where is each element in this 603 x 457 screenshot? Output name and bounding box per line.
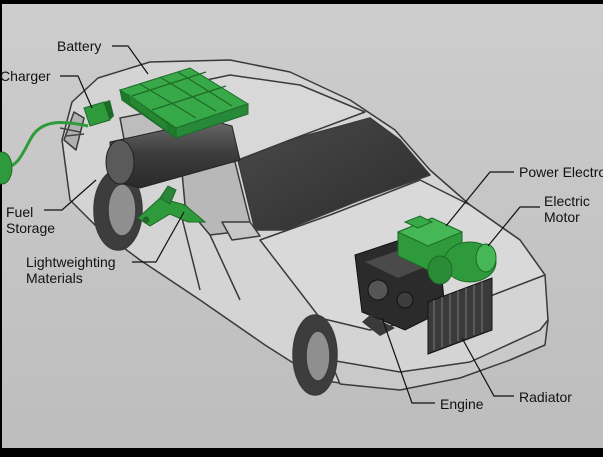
leader-radiator bbox=[461, 337, 514, 397]
leader-charger bbox=[60, 75, 93, 109]
charging-cable bbox=[5, 121, 89, 170]
label-lightweighting-line2: Materials bbox=[26, 270, 83, 286]
label-battery: Battery bbox=[57, 38, 102, 54]
leader-electric-motor bbox=[487, 206, 540, 247]
label-lightweighting-line1: Lightweighting bbox=[26, 254, 116, 270]
leader-lines bbox=[44, 45, 540, 404]
car-windshield bbox=[237, 117, 431, 231]
charger-unit bbox=[83, 100, 114, 127]
car-front-bumper bbox=[329, 319, 549, 391]
radiator-unit bbox=[427, 277, 493, 355]
leader-lightweighting bbox=[132, 211, 185, 263]
leader-battery bbox=[112, 45, 149, 75]
label-power-electronics: Power Electronics bbox=[519, 164, 603, 180]
label-fuel-storage-line1: Fuel bbox=[6, 204, 34, 220]
leader-engine bbox=[381, 317, 435, 404]
lightweighting-part bbox=[137, 185, 207, 227]
car-door-lines bbox=[179, 209, 241, 301]
front-wheel-hub bbox=[305, 330, 331, 382]
label-engine: Engine bbox=[440, 396, 484, 412]
rear-wheel-hub bbox=[107, 183, 137, 237]
charge-port-plug bbox=[59, 127, 85, 137]
electric-motor-unit bbox=[427, 241, 497, 285]
label-fuel-storage-line2: Storage bbox=[6, 220, 56, 236]
leader-fuel-storage bbox=[44, 179, 97, 211]
label-radiator: Radiator bbox=[519, 389, 572, 405]
label-electric-motor-line2: Motor bbox=[544, 209, 580, 225]
battery-pack bbox=[118, 67, 250, 139]
fuel-tank bbox=[105, 119, 241, 189]
label-electric-motor-line1: Electric bbox=[544, 193, 590, 209]
charging-plug bbox=[0, 151, 13, 185]
label-charger: Charger bbox=[0, 68, 51, 84]
car-mirror bbox=[221, 221, 261, 241]
leader-power-electronics bbox=[445, 171, 514, 227]
